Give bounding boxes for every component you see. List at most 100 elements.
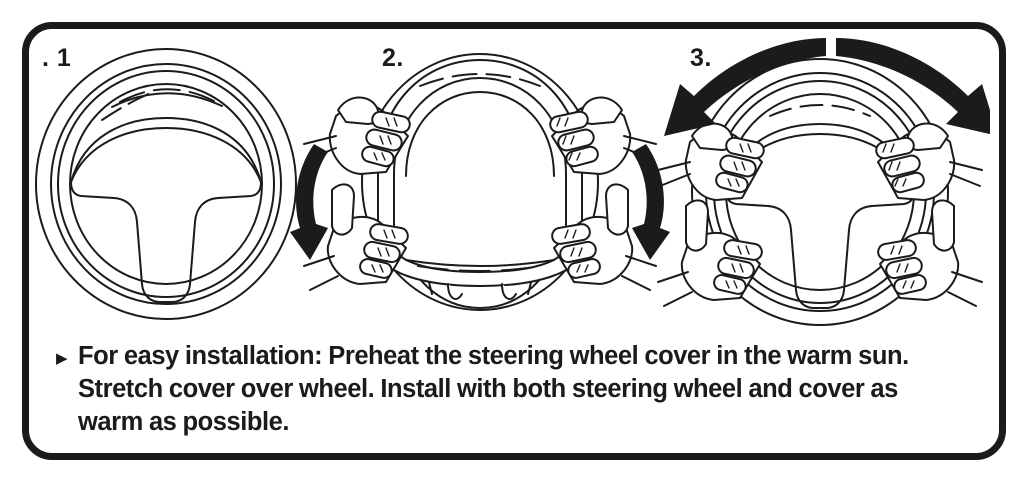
cover-band-inner bbox=[393, 77, 567, 273]
hand-lower-left-thumb bbox=[331, 183, 355, 236]
knuckle3-ul-3 bbox=[727, 178, 740, 187]
knuckle3-ur-3 bbox=[894, 178, 907, 187]
finger-ul-3 bbox=[361, 145, 395, 168]
finger3-ll-2 bbox=[717, 256, 755, 280]
finger-ul-2 bbox=[365, 128, 403, 152]
finger-ll-3 bbox=[359, 258, 393, 279]
knuckle3-ur-1 bbox=[882, 143, 895, 153]
knuckle3-lr-3 bbox=[902, 280, 915, 289]
knuckle3-ll-1 bbox=[737, 245, 750, 255]
knuckle-lr-1 bbox=[564, 229, 577, 239]
knuckle-ll-1 bbox=[383, 229, 396, 239]
steering-wheel-illustration-step1 bbox=[35, 48, 297, 320]
spoke-stub-right bbox=[501, 283, 517, 300]
hand-upper-right bbox=[549, 96, 657, 175]
wheel-outer-rim-inner-edge bbox=[50, 63, 282, 305]
knuckle3-ur-2 bbox=[888, 161, 901, 171]
finger3-ul-3 bbox=[715, 171, 749, 194]
knuckle-ur-3 bbox=[568, 152, 581, 161]
knuckle3-lr-1 bbox=[890, 245, 903, 255]
wheel-behind-outer bbox=[361, 53, 599, 311]
covered-rim-stitch bbox=[769, 104, 871, 117]
cover-top-stitch bbox=[419, 73, 541, 87]
hand3-lower-left bbox=[657, 199, 763, 307]
covered-spoke-left bbox=[725, 189, 815, 309]
hand-lower-right-thumb bbox=[605, 183, 629, 236]
knuckle-ur-2 bbox=[562, 135, 575, 145]
hand3-upper-left bbox=[657, 122, 765, 201]
finger-ll-1 bbox=[369, 223, 409, 245]
hand-lower-left-wrist bbox=[303, 255, 339, 291]
knuckle3-ll-3 bbox=[725, 280, 738, 289]
knuckle-lr-3 bbox=[576, 264, 589, 273]
step-3-panel bbox=[650, 32, 990, 332]
caption-block: ▶ For easy installation: Preheat the ste… bbox=[56, 340, 968, 439]
cover-bottom-stitch-2 bbox=[417, 265, 543, 272]
rim-highlight-2 bbox=[119, 88, 215, 103]
covered-spoke-right bbox=[825, 189, 915, 309]
wheel-grip-ring-inner bbox=[69, 83, 263, 285]
knuckle-ul-2 bbox=[379, 135, 392, 145]
wheel-grip-ring-outer bbox=[57, 70, 275, 298]
knuckle3-lr-2 bbox=[896, 263, 909, 273]
finger3-lr-2 bbox=[885, 256, 923, 280]
finger3-ur-3 bbox=[891, 171, 925, 194]
finger3-ul-1 bbox=[725, 136, 765, 160]
cover-band-inner-2 bbox=[405, 91, 555, 177]
knuckle-ur-1 bbox=[556, 117, 569, 127]
hand3-lower-right bbox=[877, 199, 983, 307]
knuckle-ll-3 bbox=[371, 264, 384, 273]
arrow-down-left-icon bbox=[290, 144, 328, 260]
finger3-ul-2 bbox=[719, 154, 757, 178]
finger-ur-3 bbox=[565, 145, 599, 168]
knuckle3-ll-2 bbox=[731, 263, 744, 273]
stretch-cover-illustration-step2 bbox=[290, 53, 670, 311]
step-1-number: . 1 bbox=[42, 44, 72, 72]
hand-lower-right-wrist bbox=[621, 255, 657, 291]
spoke-right bbox=[171, 181, 262, 303]
hand3-ul-wrist bbox=[657, 161, 691, 187]
hand-upper-right-thumb bbox=[580, 96, 623, 125]
hand3-upper-right bbox=[875, 122, 983, 201]
step-3-number: 3. bbox=[690, 44, 712, 72]
rim-highlight-1 bbox=[111, 92, 223, 108]
press-cover-illustration-step3 bbox=[657, 38, 990, 326]
finger3-lr-1 bbox=[877, 239, 917, 261]
step-2-number: 2. bbox=[382, 44, 404, 72]
finger-lr-1 bbox=[551, 223, 591, 245]
finger-lr-2 bbox=[559, 240, 597, 264]
spoke-stub-left bbox=[447, 283, 463, 300]
caption-text: For easy installation: Preheat the steer… bbox=[78, 342, 909, 436]
hand3-ur-thumb bbox=[906, 122, 949, 151]
hand3-lr-thumb bbox=[931, 199, 955, 252]
finger3-ll-1 bbox=[723, 239, 763, 261]
finger-ur-1 bbox=[549, 110, 589, 134]
cover-bottom-stitch-1 bbox=[405, 259, 555, 267]
bullet-triangle-icon: ▶ bbox=[56, 350, 68, 367]
knuckle-lr-2 bbox=[570, 247, 583, 257]
wheel-outer-rim bbox=[35, 48, 297, 320]
hand-lower-left bbox=[303, 183, 409, 291]
arrow-down-right-icon bbox=[632, 144, 670, 260]
hand3-ll-wrist bbox=[657, 271, 693, 307]
hand3-lr-wrist bbox=[947, 271, 983, 307]
knuckle-ll-2 bbox=[377, 247, 390, 257]
finger-ur-2 bbox=[557, 128, 595, 152]
finger-lr-3 bbox=[567, 258, 601, 279]
curved-arrow-over-top-right-icon bbox=[836, 38, 990, 135]
finger3-ll-3 bbox=[713, 274, 747, 295]
hand-lower-right bbox=[551, 183, 657, 291]
finger3-ur-2 bbox=[883, 154, 921, 178]
rim-highlight-3 bbox=[101, 90, 157, 121]
spoke-left bbox=[70, 181, 161, 303]
curved-arrow-over-top-left-icon bbox=[664, 38, 826, 136]
hand-upper-left bbox=[303, 96, 411, 175]
step-2-panel bbox=[290, 32, 670, 332]
hub-upper-edge bbox=[70, 117, 262, 183]
finger-ul-1 bbox=[371, 110, 411, 134]
hand-upper-left-thumb bbox=[337, 96, 380, 125]
finger3-lr-3 bbox=[893, 274, 927, 295]
hand3-ll-thumb bbox=[685, 199, 709, 252]
finger-ll-2 bbox=[363, 240, 401, 264]
knuckle-ul-1 bbox=[385, 117, 398, 127]
